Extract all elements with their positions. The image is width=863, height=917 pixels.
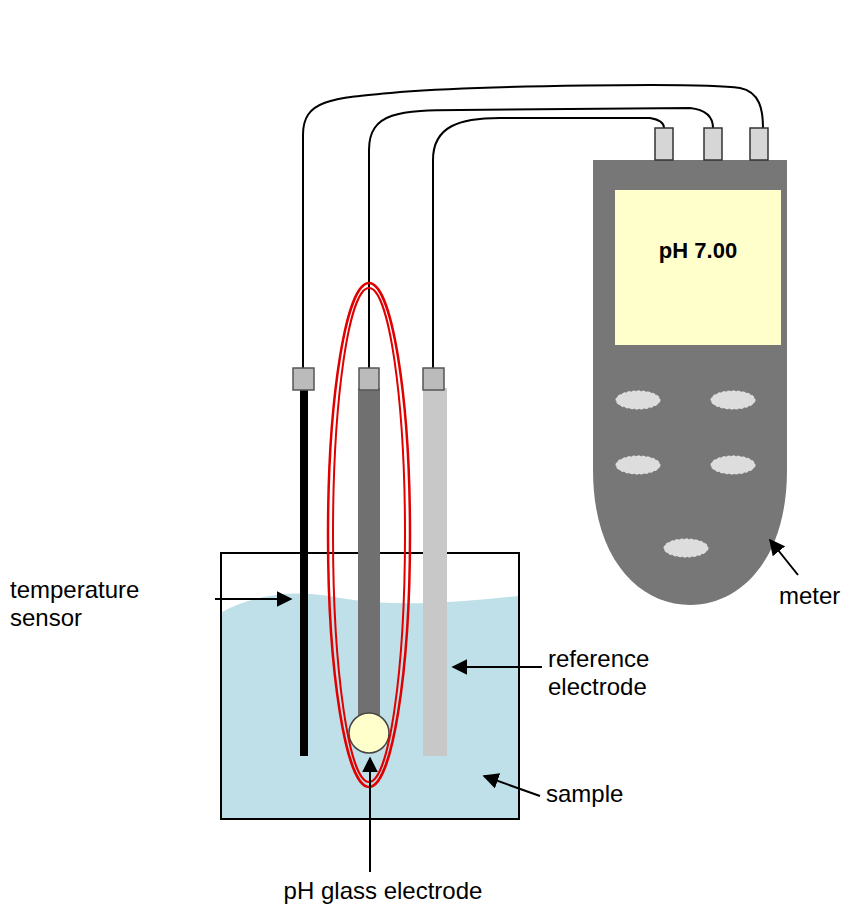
meter-button (711, 391, 755, 409)
temperature-sensor-rod (300, 388, 308, 756)
connector (704, 128, 722, 160)
glass-bulb (349, 713, 389, 753)
electrode-cap (293, 368, 314, 390)
highlight-ellipse (328, 283, 410, 787)
leader-arrow (453, 666, 542, 668)
connector (655, 128, 673, 160)
part-label: sample (546, 780, 666, 808)
meter-button (711, 456, 755, 474)
display-reading: pH 7.00 (615, 238, 781, 264)
part-label: temperature sensor (10, 576, 180, 632)
electrode-cap (423, 368, 444, 390)
leader-arrow (369, 758, 371, 872)
reference-electrode-rod (423, 388, 447, 756)
leader-arrow (484, 776, 540, 796)
meter-display: pH 7.00 (615, 190, 781, 345)
meter-body (593, 160, 787, 605)
highlight-ellipse (333, 288, 405, 782)
leader-arrow (215, 598, 291, 600)
leader-arrow (770, 540, 798, 575)
meter-button (616, 391, 660, 409)
part-label: meter (779, 582, 859, 610)
part-label: reference electrode (548, 645, 698, 701)
meter-button (616, 456, 660, 474)
meter-button (664, 539, 708, 557)
glass-electrode-rod (358, 388, 380, 733)
part-label: pH glass electrode (284, 877, 483, 905)
electrode-cap (359, 368, 379, 390)
connector (750, 128, 768, 160)
